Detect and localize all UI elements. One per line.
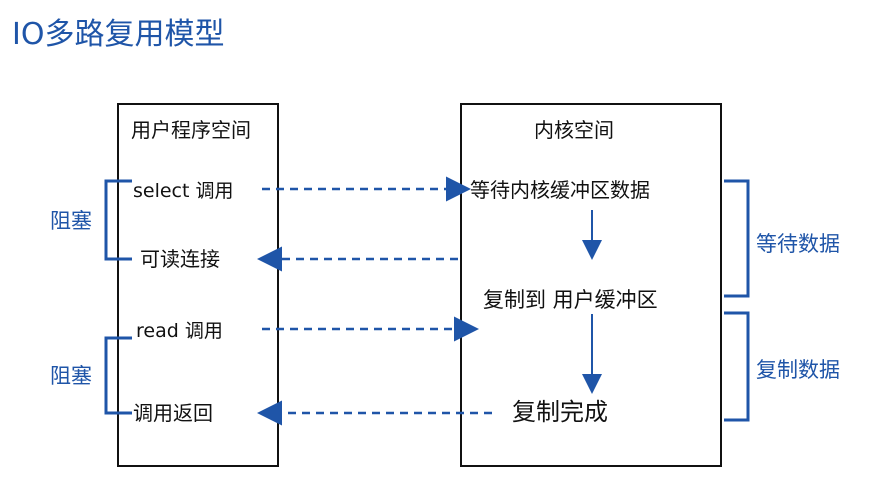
right-bracket-bottom bbox=[724, 311, 750, 422]
diagram-title: IO多路复用模型 bbox=[12, 17, 224, 52]
copy-complete-label: 复制完成 bbox=[512, 398, 608, 426]
read-call-label: read 调用 bbox=[136, 320, 223, 342]
kernel-space-box bbox=[460, 103, 722, 467]
readable-connection-label: 可读连接 bbox=[140, 247, 220, 271]
left-bracket-bottom bbox=[104, 336, 132, 415]
copy-to-user-buffer-label: 复制到 用户缓冲区 bbox=[483, 288, 658, 312]
right-bracket-top-label: 等待数据 bbox=[756, 232, 840, 256]
left-bracket-bottom-label: 阻塞 bbox=[50, 364, 92, 388]
left-bracket-top-label: 阻塞 bbox=[50, 209, 92, 233]
right-bracket-top bbox=[724, 179, 750, 298]
user-space-header: 用户程序空间 bbox=[131, 118, 251, 142]
kernel-space-header: 内核空间 bbox=[534, 118, 614, 142]
call-return-label: 调用返回 bbox=[133, 401, 213, 425]
select-call-label: select 调用 bbox=[133, 180, 234, 202]
user-space-box bbox=[117, 103, 279, 467]
wait-kernel-buffer-label: 等待内核缓冲区数据 bbox=[470, 178, 650, 202]
right-bracket-bottom-label: 复制数据 bbox=[756, 358, 840, 382]
left-bracket-top bbox=[104, 179, 132, 261]
